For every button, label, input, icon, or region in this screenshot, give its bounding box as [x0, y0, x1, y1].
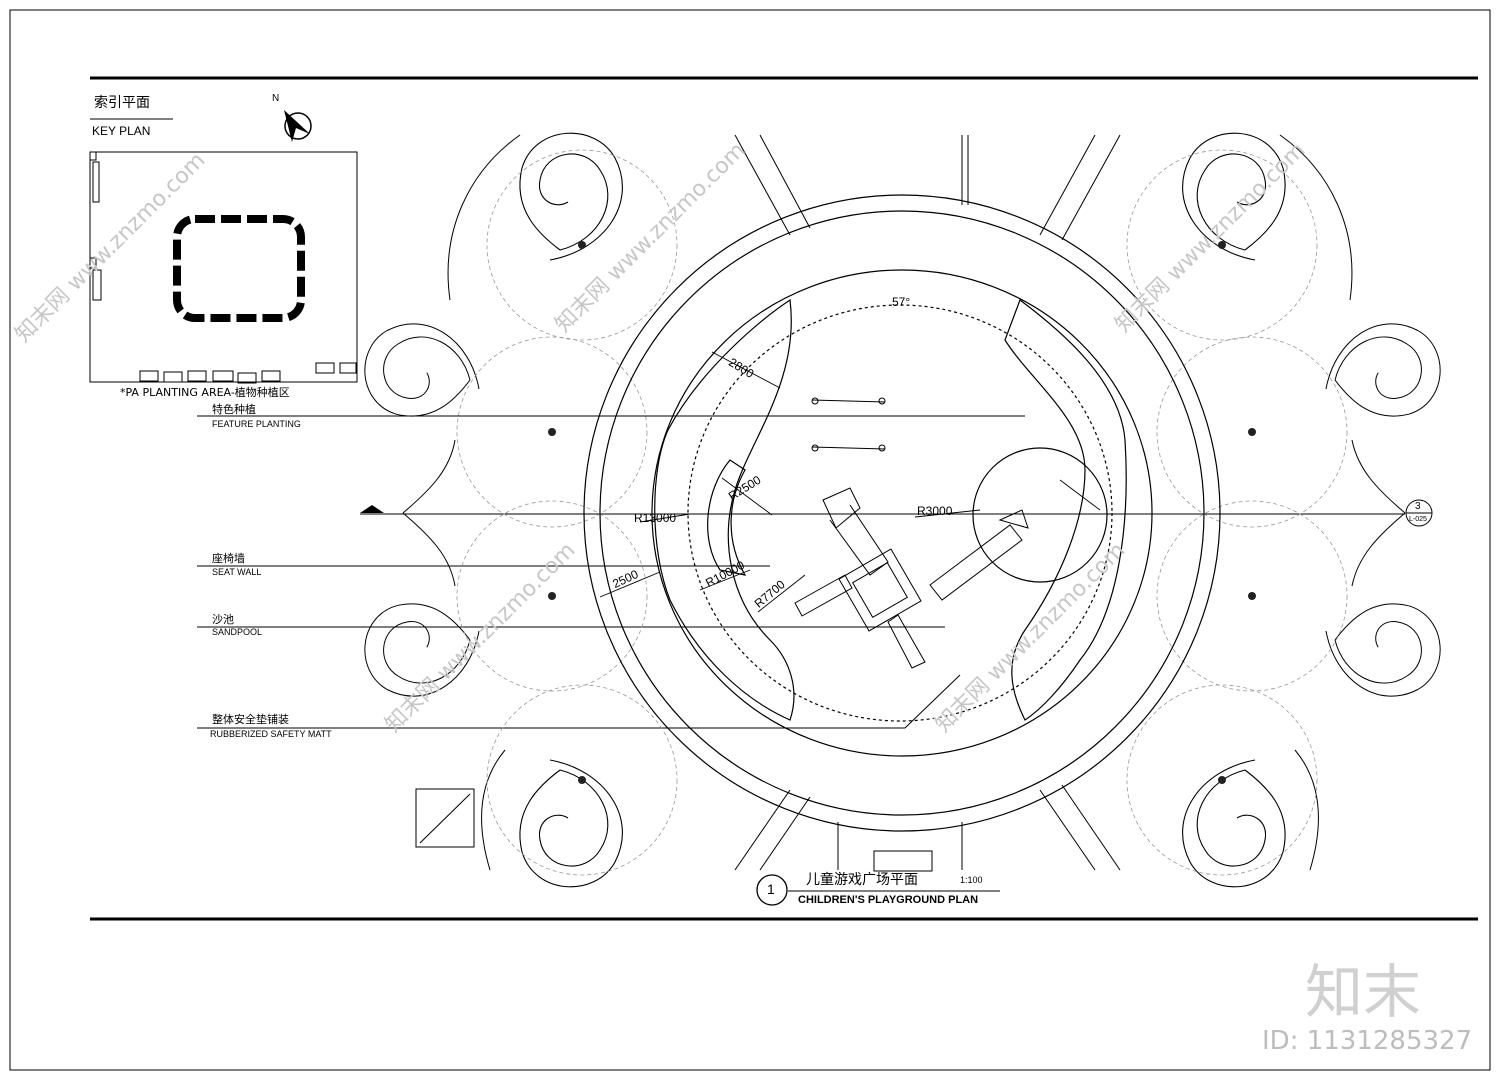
label-seat-wall-en: SEAT WALL	[212, 567, 262, 577]
north-label: N	[272, 93, 280, 104]
key-plan	[89, 118, 358, 384]
plan-number: 1	[767, 881, 775, 897]
feature-planting-beds	[654, 298, 1127, 721]
label-safety-matt-en: RUBBERIZED SAFETY MATT	[210, 729, 332, 739]
pa-legend: *PA PLANTING AREA-植物种植区	[120, 386, 290, 399]
play-equipment	[794, 397, 1029, 669]
plan-title-cn: 儿童游戏广场平面	[806, 872, 918, 888]
section-sheet: L-025	[1409, 516, 1427, 523]
sheet-border	[9, 9, 1491, 1071]
label-feature-planting-en: FEATURE PLANTING	[212, 419, 301, 429]
label-feature-planting-cn: 特色种植	[212, 403, 256, 416]
watermark-brand: 知末	[1305, 958, 1422, 1026]
main-rings	[583, 194, 1221, 832]
plan-title-en: CHILDREN'S PLAYGROUND PLAN	[798, 894, 979, 906]
dim-r13000: R13000	[634, 511, 677, 525]
label-sandpool-cn: 沙池	[212, 613, 234, 626]
sandpool-circle	[972, 447, 1108, 583]
label-sandpool-en: SANDPOOL	[212, 627, 263, 637]
label-safety-matt-cn: 整体安全垫铺装	[212, 713, 289, 726]
plan-scale: 1:100	[960, 875, 983, 885]
bench-blocks	[415, 788, 933, 872]
leader-lines	[197, 415, 1025, 729]
dimension-lines	[599, 351, 1101, 613]
plan-title-symbol	[756, 874, 1000, 906]
ornamental-paving	[364, 132, 1441, 888]
label-seat-wall-cn: 座椅墙	[212, 552, 245, 565]
section-line	[360, 505, 1405, 515]
section-marker-symbol	[1405, 499, 1433, 527]
watermark-id: ID: 1131285327	[1262, 1026, 1473, 1056]
key-plan-title-en: KEY PLAN	[92, 124, 151, 138]
section-number: 3	[1415, 501, 1421, 512]
north-arrow-icon	[284, 110, 312, 142]
dim-angle: 57°	[892, 295, 911, 309]
key-plan-title-cn: 索引平面	[94, 95, 150, 111]
dim-r3000: R3000	[917, 504, 953, 518]
radial-paths	[734, 134, 1121, 871]
